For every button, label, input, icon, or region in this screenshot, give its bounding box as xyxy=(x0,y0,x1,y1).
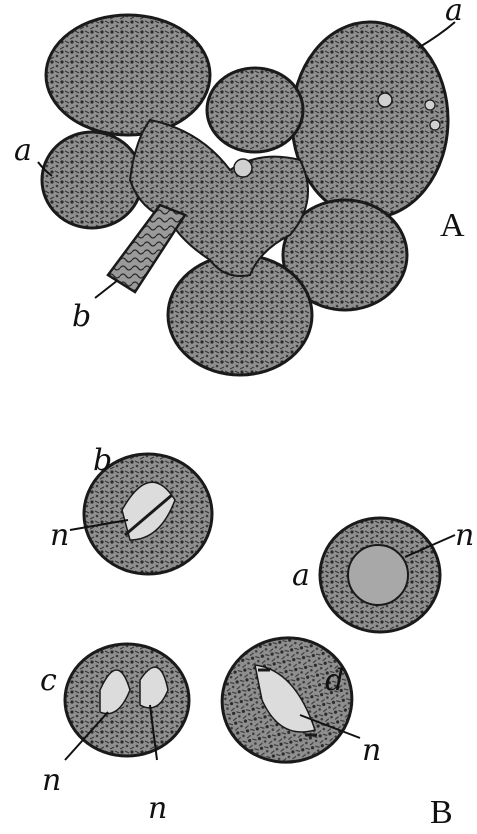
label-cell-a: a xyxy=(292,558,310,593)
label-n-c1: n xyxy=(42,763,61,798)
caption-a: A xyxy=(440,207,465,244)
vesicle xyxy=(234,159,252,177)
lobe-upper-middle xyxy=(207,68,303,152)
lobe-top-right xyxy=(292,22,448,218)
nucleus-a xyxy=(348,545,408,605)
figure-b-cells: b n a n c n n d n xyxy=(40,443,474,831)
label-n-b: n xyxy=(50,518,69,553)
cell-b: b n xyxy=(50,443,212,574)
lobe-top-left xyxy=(46,15,210,135)
leader-b xyxy=(95,280,118,298)
label-a-top: a xyxy=(445,0,463,28)
caption-b: B xyxy=(430,794,453,831)
label-cell-b: b xyxy=(93,443,112,478)
vesicle xyxy=(430,120,440,130)
label-n-a: n xyxy=(455,518,474,553)
vesicle xyxy=(425,100,435,110)
figure-a-cell-cluster: a a b A xyxy=(14,0,465,375)
cell-d: d n xyxy=(211,626,382,774)
label-a-left: a xyxy=(14,133,32,168)
cell-c: c n n xyxy=(40,644,189,826)
label-cell-d: d xyxy=(325,663,344,698)
label-n-c2: n xyxy=(148,791,167,826)
lobe-left xyxy=(42,132,142,228)
label-cell-c: c xyxy=(40,663,57,698)
cell-a: a n xyxy=(292,518,474,632)
label-b: b xyxy=(72,299,91,334)
vesicle xyxy=(378,93,392,107)
label-n-d: n xyxy=(362,733,381,768)
